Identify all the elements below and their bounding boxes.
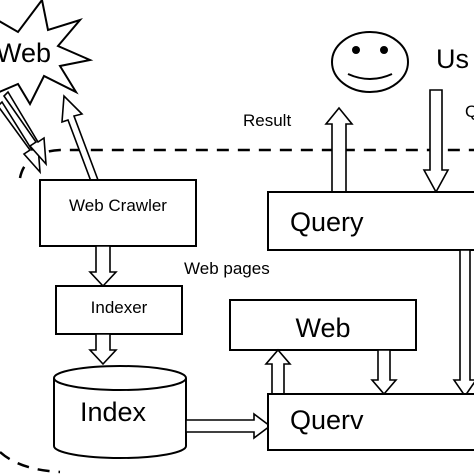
- arrow-query-to-web: [264, 348, 292, 395]
- index-label: Index: [80, 397, 147, 427]
- web-crawler-label: Web Crawler: [69, 196, 167, 215]
- web-box-label: Web: [295, 313, 351, 343]
- system-boundary-dashed-bottom: [0, 451, 61, 474]
- arrow-user-query-down: [422, 89, 450, 194]
- arrow-web-to-crawler: [0, 90, 47, 175]
- arrow-indexer-to-index: [88, 333, 118, 366]
- arrow-crawler-to-web: [61, 94, 99, 186]
- web-cloud-label: Web: [0, 38, 52, 68]
- indexer-label: Indexer: [90, 298, 148, 317]
- smiley-face-icon: [331, 31, 409, 93]
- web-crawler-box: [39, 179, 197, 247]
- query-top-box: [267, 191, 474, 251]
- indexer-box: [55, 285, 183, 335]
- query-top-label: Query: [290, 207, 364, 237]
- result-label: Result: [243, 111, 292, 130]
- arrow-query-to-query: [452, 249, 474, 398]
- query-bottom-label: Querv: [290, 405, 364, 435]
- web-pages-label: Web pages: [184, 259, 270, 278]
- web-box: [229, 299, 417, 351]
- starburst-icon: [0, 0, 94, 107]
- user-label: Us: [436, 44, 469, 74]
- arrow-result-up: [324, 106, 354, 193]
- query-bottom-box: [267, 393, 474, 451]
- arrow-index-to-query: [185, 412, 272, 440]
- query-edge-label: Q: [465, 102, 474, 121]
- arrow-web-to-query: [370, 349, 398, 396]
- arrow-crawler-to-indexer: [88, 245, 118, 288]
- index-cylinder: [53, 365, 187, 459]
